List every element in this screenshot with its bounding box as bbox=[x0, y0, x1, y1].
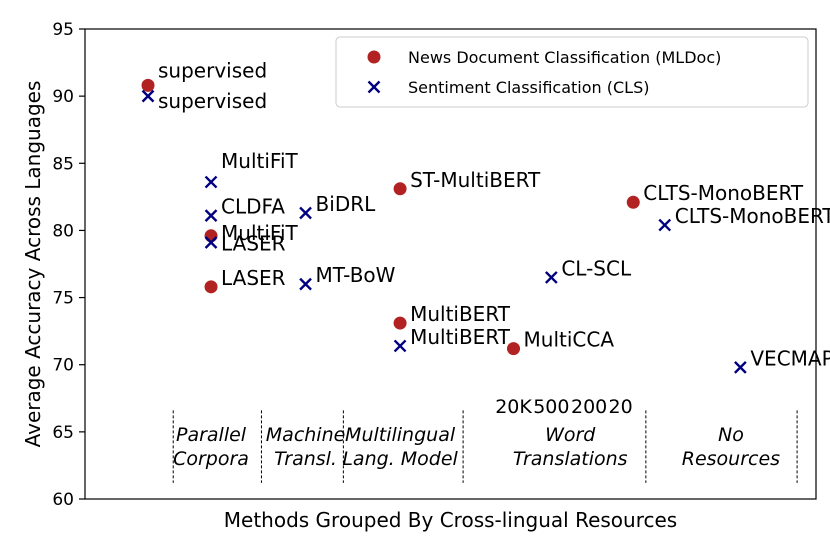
mldoc-point bbox=[393, 316, 407, 330]
cls-point bbox=[204, 209, 218, 223]
legend-x-marker bbox=[367, 80, 381, 94]
group-label: Lang. Model bbox=[342, 448, 458, 470]
translation-size-label: 200 bbox=[571, 396, 607, 418]
y-tick-label: 75 bbox=[52, 289, 74, 309]
translation-size-label: 20 bbox=[609, 396, 633, 418]
point-label: CLTS-MonoBERT bbox=[643, 181, 804, 205]
cls-point bbox=[204, 175, 218, 189]
legend: News Document Classification (MLDoc) Sent… bbox=[335, 36, 809, 108]
group-label: No bbox=[718, 424, 744, 446]
y-tick-label: 80 bbox=[52, 221, 74, 241]
point-label: MultiCCA bbox=[524, 328, 615, 352]
point-label: ST-MultiBERT bbox=[410, 168, 541, 192]
x-axis-label: Methods Grouped By Cross-lingual Resourc… bbox=[224, 508, 677, 532]
group-label: Word bbox=[545, 424, 596, 446]
point-label: MultiBERT bbox=[410, 302, 511, 326]
cls-point bbox=[299, 206, 312, 220]
translation-size-label: 20K bbox=[495, 396, 532, 418]
group-label: Resources bbox=[682, 448, 780, 470]
point-label: MT-BoW bbox=[316, 263, 396, 287]
y-tick-label: 60 bbox=[52, 490, 74, 510]
group-label: Machine bbox=[266, 424, 346, 446]
data-points: supervisedMultiFiTLASERST-MultiBERTMulti… bbox=[141, 58, 830, 374]
mldoc-point bbox=[204, 229, 218, 243]
point-label: CLTS-MonoBERT bbox=[675, 204, 830, 228]
legend-circle-marker bbox=[367, 50, 381, 64]
point-label: LASER bbox=[221, 266, 286, 290]
y-tick-label: 95 bbox=[52, 20, 74, 40]
legend-entry: Sentiment Classification (CLS) bbox=[408, 78, 649, 97]
group-label: Translations bbox=[513, 448, 628, 470]
point-label: MultiFiT bbox=[221, 221, 298, 245]
cls-point bbox=[141, 89, 155, 103]
y-tick-label: 70 bbox=[52, 356, 74, 376]
y-tick-label: 85 bbox=[52, 154, 74, 174]
cls-point bbox=[204, 236, 218, 249]
point-label: supervised bbox=[158, 58, 267, 82]
point-label: supervised bbox=[158, 89, 267, 113]
cls-point bbox=[734, 361, 747, 374]
legend-box bbox=[335, 36, 809, 108]
cls-point bbox=[658, 218, 672, 232]
plot-frame bbox=[84, 28, 817, 500]
group-label: Multilingual bbox=[345, 424, 456, 446]
mldoc-point bbox=[626, 195, 640, 209]
point-label: MultiFiT bbox=[221, 149, 298, 173]
cls-point bbox=[299, 277, 312, 291]
point-label: BiDRL bbox=[316, 192, 377, 216]
group-label: Corpora bbox=[173, 448, 249, 470]
translation-size-label: 500 bbox=[533, 396, 569, 418]
y-tick-label: 90 bbox=[52, 87, 74, 107]
cls-point bbox=[393, 339, 407, 353]
legend-entry: News Document Classification (MLDoc) bbox=[408, 48, 721, 67]
group-label: Parallel bbox=[176, 424, 247, 446]
point-label: VECMAP bbox=[750, 346, 830, 370]
y-axis-label: Average Accuracy Across Languages bbox=[21, 81, 45, 448]
mldoc-point bbox=[141, 78, 155, 92]
y-tick-label: 65 bbox=[52, 423, 74, 443]
point-label: MultiBERT bbox=[410, 325, 511, 349]
cls-point bbox=[544, 271, 558, 284]
point-label: CLDFA bbox=[221, 195, 285, 219]
point-label: LASER bbox=[221, 232, 286, 256]
mldoc-point bbox=[393, 182, 407, 196]
mldoc-point bbox=[204, 280, 218, 294]
mldoc-point bbox=[507, 342, 521, 356]
point-label: CL-SCL bbox=[561, 256, 632, 280]
group-label: Transl. bbox=[274, 448, 337, 470]
